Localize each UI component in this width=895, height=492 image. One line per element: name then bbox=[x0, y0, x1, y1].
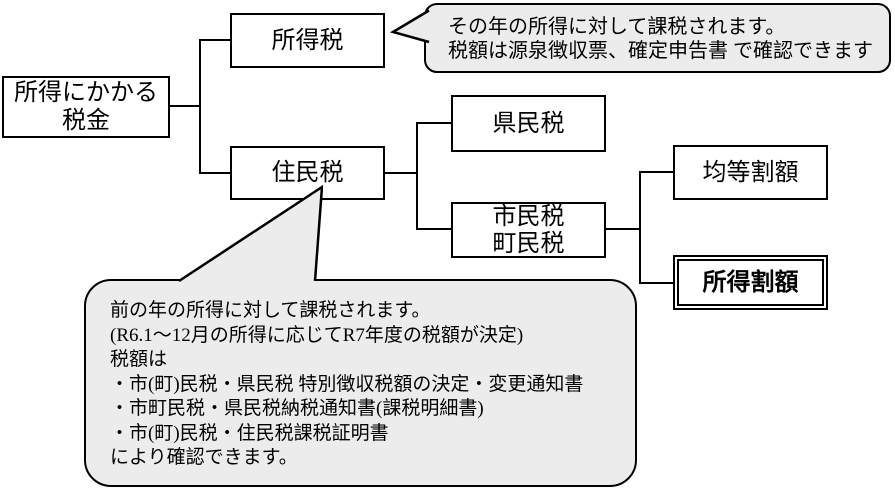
callout-income-tax-note-line1: その年の所得に対して課税されます。 bbox=[448, 16, 786, 38]
node-municipal-tax-label-line2: 町民税 bbox=[492, 230, 565, 257]
callout-income-tax-note: その年の所得に対して課税されます。 税額は源泉徴収票、確定申告書 で確認できます bbox=[424, 3, 891, 73]
connector-to-income-tax bbox=[201, 39, 230, 41]
connector-to-per-capita bbox=[641, 171, 673, 173]
callout-resident-tax-note-line: ・市(町)民税・住民税課税証明書 bbox=[110, 422, 389, 444]
callout-resident-tax-note-line: 税額は bbox=[110, 349, 168, 370]
node-income-tax: 所得税 bbox=[230, 13, 385, 68]
connector-junction-2-vertical bbox=[416, 122, 418, 230]
callout-resident-tax-note: 前の年の所得に対して課税されます。 (R6.1～12月の所得に応じてR7年度の税… bbox=[84, 279, 637, 487]
callout-income-tax-note-line2: 税額は源泉徴収票、確定申告書 で確認できます bbox=[448, 40, 873, 62]
node-municipal-tax: 市民税 町民税 bbox=[451, 202, 606, 258]
callout-resident-tax-note-line: ・市(町)民税・県民税 特別徴収税額の決定・変更通知書 bbox=[110, 373, 584, 395]
connector-municipal-to-junction bbox=[606, 228, 639, 230]
node-income-tax-label: 所得税 bbox=[271, 26, 344, 54]
connector-junction-3-vertical bbox=[639, 171, 641, 284]
callout-resident-tax-note-line: 前の年の所得に対して課税されます。 bbox=[110, 300, 431, 321]
node-root-label-line1: 所得にかかる bbox=[14, 79, 158, 106]
node-resident-tax: 住民税 bbox=[230, 146, 385, 200]
node-prefectural-tax: 県民税 bbox=[451, 95, 606, 152]
connector-junction-1-vertical bbox=[199, 39, 201, 174]
connector-resident-to-junction bbox=[385, 172, 416, 174]
node-root-label-line2: 税金 bbox=[62, 107, 110, 134]
node-municipal-tax-label-line1: 市民税 bbox=[492, 203, 565, 230]
callout-tail-income-tax bbox=[389, 9, 432, 44]
node-per-capita-amount-label: 均等割額 bbox=[702, 158, 799, 186]
connector-to-municipal-tax bbox=[418, 228, 451, 230]
node-income-based-amount-label: 所得割額 bbox=[702, 268, 799, 296]
connector-to-prefectural-tax bbox=[418, 122, 451, 124]
node-resident-tax-label: 住民税 bbox=[271, 159, 344, 186]
callout-tail-resident-tax bbox=[178, 184, 323, 283]
callout-resident-tax-note-line: ・市町民税・県民税納税通知書(課税明細書) bbox=[110, 398, 484, 419]
callout-resident-tax-note-line: により確認できます。 bbox=[110, 447, 298, 468]
connector-to-resident-tax bbox=[201, 172, 230, 174]
node-income-based-amount: 所得割額 bbox=[673, 255, 828, 310]
callout-resident-tax-note-line: (R6.1～12月の所得に応じてR7年度の税額が決定) bbox=[110, 324, 524, 346]
connector-root-to-junction bbox=[170, 105, 201, 107]
node-per-capita-amount: 均等割額 bbox=[673, 145, 828, 200]
connector-to-income-based bbox=[641, 282, 673, 284]
node-prefectural-tax-label: 県民税 bbox=[492, 109, 565, 137]
node-root-income-taxes: 所得にかかる 税金 bbox=[2, 76, 170, 138]
